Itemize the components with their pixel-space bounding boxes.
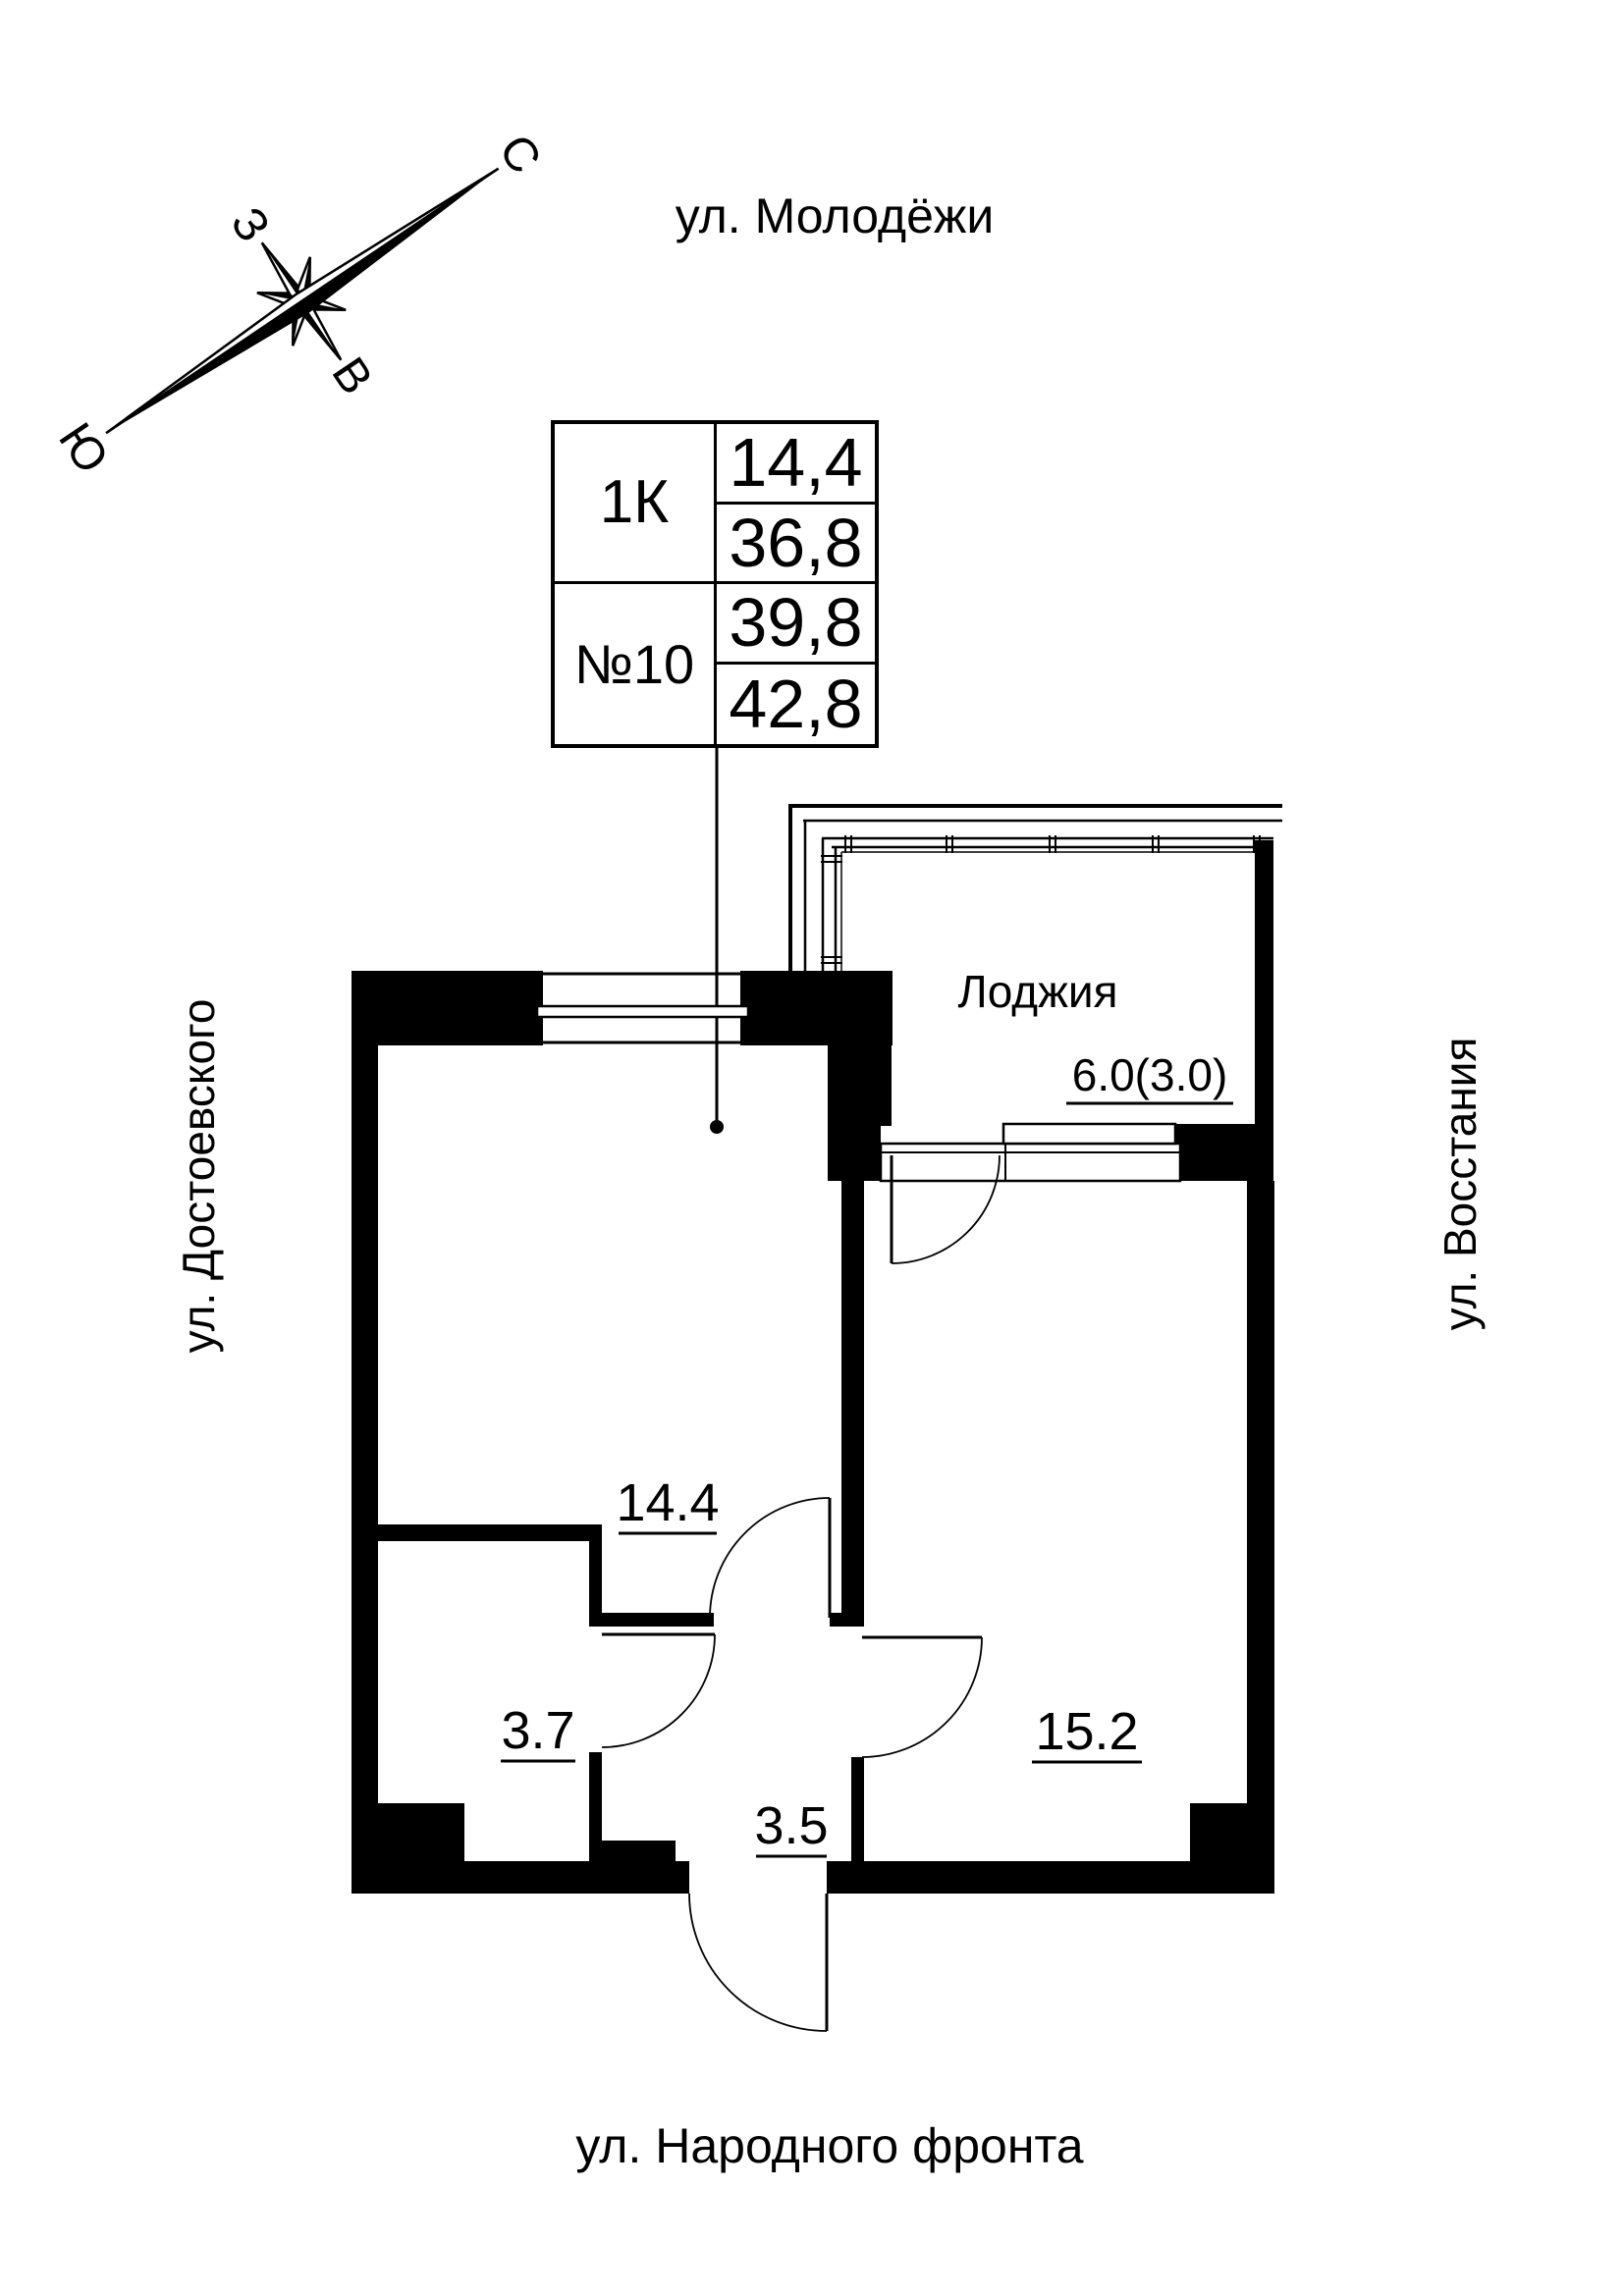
- loggia-window-band: [879, 1142, 1182, 1183]
- compass-west-label: З: [220, 198, 279, 251]
- wall-bathroom-jog: [589, 1524, 602, 1627]
- balcony-door-arc: [891, 1154, 1001, 1264]
- doors: [601, 1154, 1001, 2032]
- compass-east-label: В: [322, 348, 383, 403]
- living-door-arc: [709, 1497, 831, 1619]
- wall-mid-lower: [851, 1757, 864, 1861]
- pilaster-bottom-left: [378, 1803, 464, 1861]
- leader-dot: [710, 1120, 724, 1134]
- unit-number-cell: №10: [555, 584, 717, 744]
- wall-bathroom-right-lower: [589, 1752, 602, 1841]
- loggia-area-label: 6.0(3.0): [1072, 1049, 1228, 1100]
- compass-north-label: С: [489, 126, 551, 183]
- loggia-door-panel: [1001, 1122, 1177, 1146]
- bathroom-area-label: 3.7: [501, 1701, 574, 1760]
- living-window-sill: [535, 1004, 750, 1019]
- bedroom-door-arc: [861, 1636, 983, 1758]
- loggia-name-label: Лоджия: [958, 966, 1118, 1017]
- wall-loggia-right: [1255, 840, 1273, 1124]
- wall-mid-upper: [841, 1181, 864, 1627]
- loggia-mullions-left: [821, 855, 842, 964]
- area-reduced-cell: 39,8: [717, 584, 875, 665]
- unit-type-cell: 1К: [555, 424, 717, 584]
- area-living-cell: 14,4: [717, 424, 875, 505]
- compass-rose: С З В Ю: [48, 126, 551, 483]
- wall-left-exterior: [352, 971, 378, 1894]
- pilaster-bottom-right: [1190, 1803, 1247, 1861]
- wall-top-left: [352, 971, 543, 1045]
- street-label-right: ул. Восстания: [1434, 1038, 1486, 1331]
- wall-loggia-left-b: [828, 1126, 881, 1181]
- area-no-loggia-cell: 36,8: [717, 505, 875, 584]
- wall-hall-top: [602, 1613, 714, 1627]
- wall-bathroom-top: [378, 1524, 602, 1541]
- wall-loggia-corner: [1175, 1124, 1273, 1181]
- bathroom-door-arc: [601, 1633, 716, 1748]
- loggia-mullions-top: [844, 835, 1261, 853]
- compass-south-label: Ю: [48, 414, 118, 483]
- unit-leader: [710, 746, 724, 1134]
- living-room-area-label: 14.4: [616, 1473, 719, 1532]
- street-label-top: ул. Молодёжи: [676, 188, 995, 243]
- wall-top-right: [740, 971, 893, 1045]
- compass-needle-white-half: [105, 167, 500, 435]
- windows: [535, 804, 1282, 1183]
- apartment-info-table: 1К 14,4 36,8 №10 39,8 42,8: [551, 420, 879, 748]
- compass-needle-black-half: [106, 168, 499, 434]
- pilaster-bath: [589, 1841, 676, 1861]
- room-labels: Лоджия 6.0(3.0) 14.4 3.7 3.5 15.2: [501, 966, 1233, 1858]
- street-labels: ул. Молодёжи ул. Народного фронта ул. До…: [173, 188, 1486, 2173]
- wall-right-exterior: [1247, 1181, 1274, 1894]
- walls: [352, 840, 1274, 1894]
- entrance-door-arc: [688, 1893, 828, 2032]
- bedroom-area-label: 15.2: [1035, 1702, 1138, 1761]
- street-label-bottom: ул. Народного фронта: [575, 2118, 1083, 2173]
- wall-bottom-right: [827, 1861, 1274, 1894]
- hallway-area-label: 3.5: [754, 1796, 828, 1855]
- area-total-cell: 42,8: [729, 666, 863, 743]
- wall-bottom-left: [352, 1861, 689, 1894]
- wall-loggia-left-a: [828, 1045, 892, 1126]
- street-label-left: ул. Достоевского: [173, 999, 224, 1354]
